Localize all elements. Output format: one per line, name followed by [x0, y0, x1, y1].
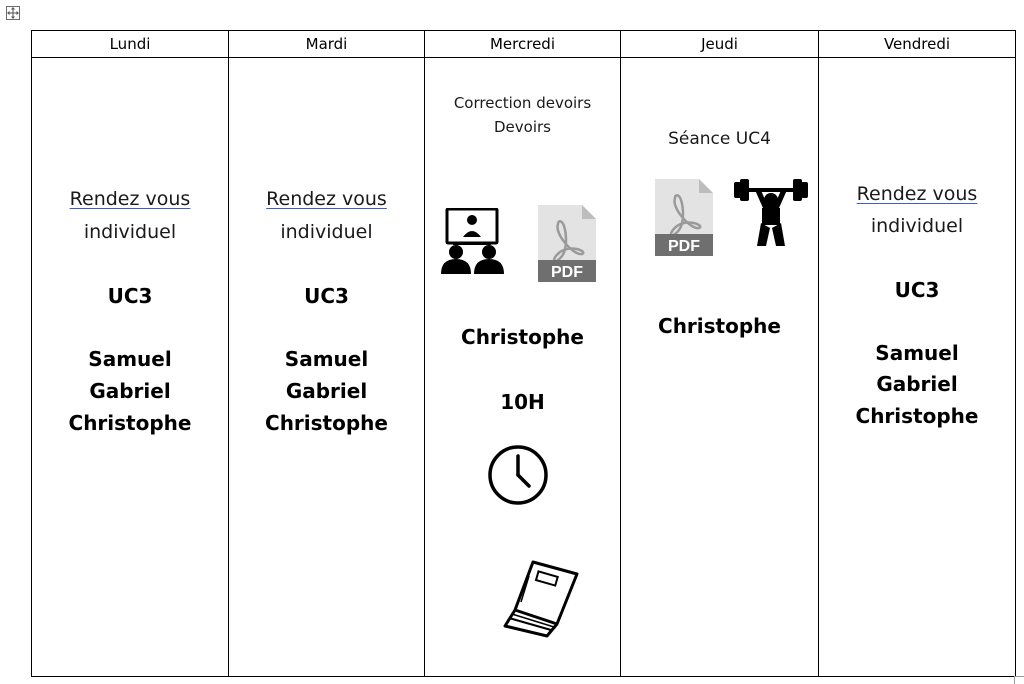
book-icon	[503, 560, 579, 638]
student-name: Samuel	[875, 341, 959, 365]
rendez-vous-link[interactable]: Rendez vous	[856, 183, 978, 205]
pdf-file-icon: PDF	[655, 179, 713, 256]
student-name: Samuel	[88, 347, 172, 371]
table-move-handle[interactable]	[6, 6, 20, 20]
weightlifter-icon	[734, 179, 808, 246]
pdf-file-icon: PDF	[538, 205, 596, 282]
student-name: Gabriel	[89, 379, 171, 403]
course-code: UC3	[894, 278, 940, 302]
content-row: Rendez vous individuel UC3 Samuel Gabrie…	[31, 57, 1016, 677]
header-monday: Lundi	[31, 30, 229, 58]
header-wednesday: Mercredi	[424, 30, 621, 58]
rendez-vous-link[interactable]: Rendez vous	[266, 188, 387, 210]
pdf-label: PDF	[668, 238, 700, 255]
rendez-vous-link[interactable]: Rendez vous	[69, 188, 191, 210]
clock-icon	[488, 445, 548, 505]
header-tuesday: Mardi	[228, 30, 425, 58]
student-name: Gabriel	[285, 379, 368, 403]
header-friday: Vendredi	[818, 30, 1016, 58]
move-icon	[7, 7, 19, 19]
teacher-name: Christophe	[855, 404, 979, 428]
cell-thursday: Séance UC4 PDF	[620, 57, 819, 677]
subtitle-text: individuel	[280, 221, 373, 243]
page-corner-mark	[1014, 676, 1024, 684]
subtitle-text: individuel	[870, 215, 964, 237]
teacher-name: Christophe	[658, 314, 781, 338]
cell-tuesday: Rendez vous individuel UC3 Samuel Gabrie…	[228, 57, 425, 677]
video-conference-icon	[441, 208, 504, 274]
pdf-label: PDF	[551, 264, 583, 281]
student-name: Samuel	[284, 347, 369, 371]
session-title: Séance UC4	[668, 129, 771, 149]
cell-friday: Rendez vous individuel UC3 Samuel Gabrie…	[818, 57, 1016, 677]
header-thursday: Jeudi	[620, 30, 819, 58]
student-name: Gabriel	[876, 372, 958, 396]
course-code: UC3	[304, 284, 349, 308]
session-time: 10H	[500, 390, 545, 414]
teacher-name: Christophe	[68, 411, 192, 435]
weekly-schedule-table: Lundi Mardi Mercredi Jeudi Vendredi Rend…	[31, 30, 1016, 677]
cell-monday: Rendez vous individuel UC3 Samuel Gabrie…	[31, 57, 229, 677]
teacher-name: Christophe	[461, 325, 584, 349]
activity-line: Devoirs	[494, 118, 551, 136]
activity-line: Correction devoirs	[453, 94, 592, 112]
course-code: UC3	[107, 284, 153, 308]
subtitle-text: individuel	[83, 221, 177, 243]
teacher-name: Christophe	[265, 411, 388, 435]
header-row: Lundi Mardi Mercredi Jeudi Vendredi	[31, 30, 1016, 58]
cell-wednesday: Correction devoirs Devoirs	[424, 57, 621, 677]
